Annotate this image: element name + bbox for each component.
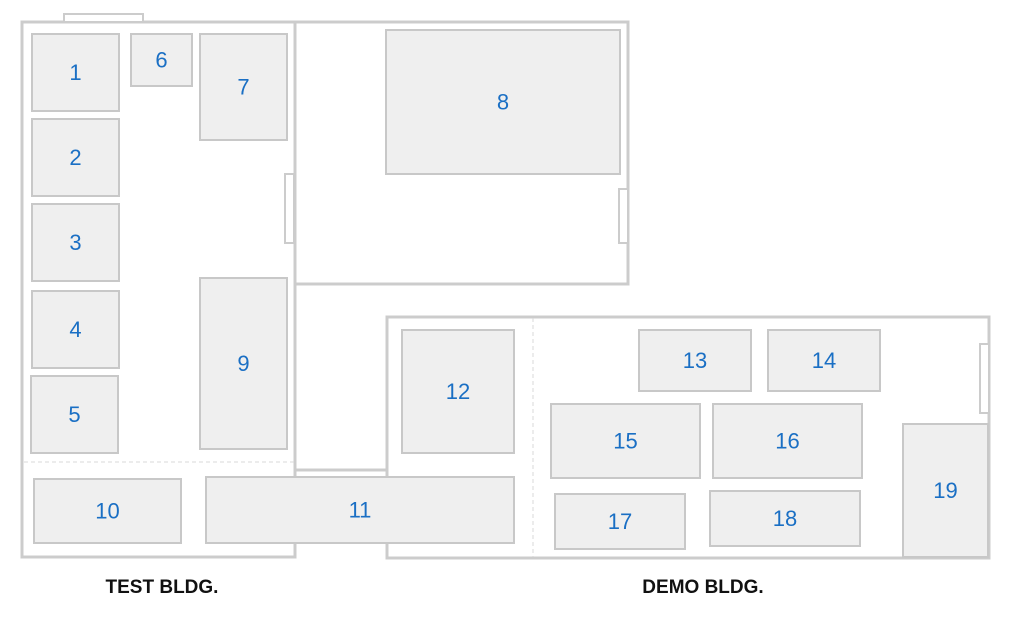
door-top (63, 13, 144, 23)
room-3-rect (31, 203, 120, 282)
demo-building-label: DEMO BLDG. (642, 577, 764, 598)
doors (63, 13, 990, 414)
room-1-label: 1 (69, 60, 81, 85)
room-10-rect (33, 478, 182, 544)
room-2-rect (31, 118, 120, 197)
room-1[interactable]: 1 (31, 33, 120, 112)
room-18-rect (709, 490, 861, 547)
room-4[interactable]: 4 (31, 290, 120, 369)
room-14-rect (767, 329, 881, 392)
room-14-label: 14 (812, 348, 836, 373)
upper-annex-wall (293, 20, 630, 286)
room-15-label: 15 (613, 429, 637, 454)
room-19[interactable]: 19 (902, 423, 989, 558)
room-9-rect (199, 277, 288, 450)
room-10[interactable]: 10 (33, 478, 182, 544)
room-2[interactable]: 2 (31, 118, 120, 197)
room-12-rect (401, 329, 515, 454)
room-17-rect (554, 493, 686, 550)
room-5-label: 5 (68, 402, 80, 427)
room-4-label: 4 (69, 317, 81, 342)
room-13-label: 13 (683, 348, 707, 373)
test-building-wall (20, 20, 297, 559)
room-7-rect (199, 33, 288, 141)
room-8-label: 8 (497, 90, 509, 115)
room-3-label: 3 (69, 230, 81, 255)
room-11[interactable]: 11 (205, 476, 515, 544)
room-8[interactable]: 8 (385, 29, 621, 175)
room-16[interactable]: 16 (712, 403, 863, 479)
room-5[interactable]: 5 (30, 375, 119, 454)
room-4-rect (31, 290, 120, 369)
room-15[interactable]: 15 (550, 403, 701, 479)
room-13[interactable]: 13 (638, 329, 752, 392)
room-16-rect (712, 403, 863, 479)
room-14[interactable]: 14 (767, 329, 881, 392)
room-7[interactable]: 7 (199, 33, 288, 141)
room-19-label: 19 (933, 478, 957, 503)
room-17[interactable]: 17 (554, 493, 686, 550)
room-6-label: 6 (155, 48, 167, 73)
room-6-rect (130, 33, 193, 87)
room-7-label: 7 (237, 75, 249, 100)
room-12[interactable]: 12 (401, 329, 515, 454)
room-10-label: 10 (95, 499, 119, 524)
room-15-rect (550, 403, 701, 479)
room-16-label: 16 (775, 429, 799, 454)
room-1-rect (31, 33, 120, 112)
dividers (24, 318, 534, 557)
room-18[interactable]: 18 (709, 490, 861, 547)
room-3[interactable]: 3 (31, 203, 120, 282)
rooms: 1 2 3 4 5 6 7 8 (30, 29, 989, 558)
room-11-label: 11 (349, 498, 372, 523)
door-test-east (284, 173, 295, 244)
door-demo-east (979, 343, 990, 414)
door-annex-east (618, 188, 629, 244)
room-11-rect (205, 476, 515, 544)
room-12-label: 12 (446, 379, 470, 404)
room-9[interactable]: 9 (199, 277, 288, 450)
room-9-label: 9 (237, 351, 249, 376)
room-18-label: 18 (773, 506, 797, 531)
room-13-rect (638, 329, 752, 392)
room-2-label: 2 (69, 145, 81, 170)
room-6[interactable]: 6 (130, 33, 193, 87)
test-building-label: TEST BLDG. (105, 577, 219, 598)
room-8-rect (385, 29, 621, 175)
room-19-rect (902, 423, 989, 558)
room-5-rect (30, 375, 119, 454)
room-17-label: 17 (608, 509, 632, 534)
